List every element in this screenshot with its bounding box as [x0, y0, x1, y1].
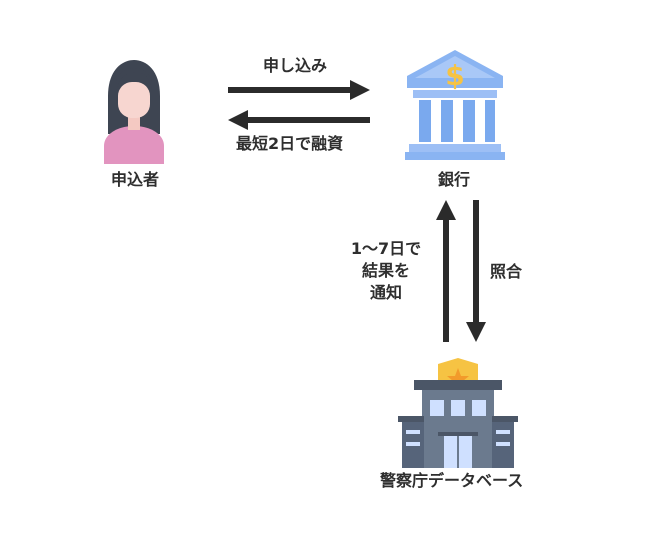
applicant-label: 申込者 [111, 170, 160, 189]
arrow-up-icon [436, 200, 456, 342]
person-icon [104, 60, 164, 164]
edge-apply-label: 申し込み [263, 56, 328, 75]
police-station-icon [398, 358, 518, 468]
notify-line-2: 結果を [361, 261, 410, 280]
svg-text:$: $ [445, 59, 464, 92]
arrow-down-icon [466, 200, 486, 342]
arrow-right-icon [228, 80, 370, 100]
bank-label: 銀行 [438, 170, 471, 189]
police-db-label: 警察庁データベース [380, 471, 524, 490]
notify-line-3: 通知 [369, 283, 402, 302]
notify-line-1: 1〜7日で [350, 239, 422, 258]
bank-icon: $ [405, 50, 505, 160]
edge-notify-label: 1〜7日で 結果を 通知 [342, 238, 430, 304]
arrow-left-icon [228, 110, 370, 130]
edge-loan-label: 最短2日で融資 [236, 134, 344, 153]
edge-verify-label: 照合 [490, 262, 523, 281]
